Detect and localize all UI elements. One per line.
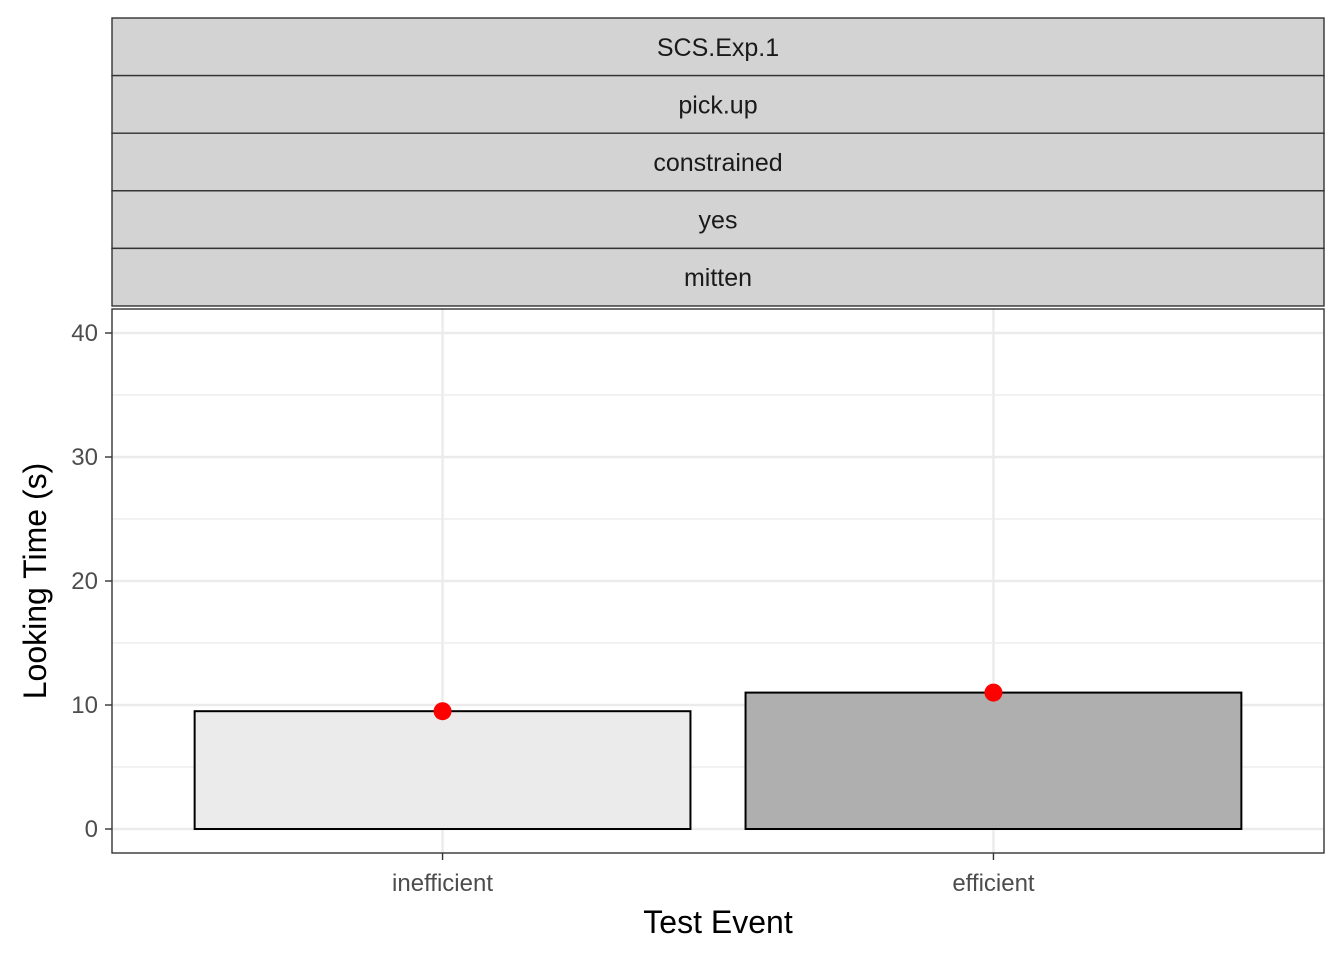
- facet-strip: [111, 132, 1325, 192]
- point-efficient: [984, 683, 1003, 702]
- y-tick-label: 30: [71, 444, 98, 471]
- x-tick-label: efficient: [952, 870, 1035, 897]
- points: [433, 683, 1003, 721]
- point-inefficient: [433, 702, 452, 721]
- facet-strip-label: constrained: [653, 149, 782, 177]
- facet-strip-label: yes: [699, 207, 738, 235]
- x-axis-title: Test Event: [643, 904, 793, 940]
- y-tick-label: 20: [71, 568, 98, 595]
- y-tick-label: 40: [71, 320, 98, 347]
- y-axis-title: Looking Time (s): [17, 463, 53, 700]
- bars: [193, 691, 1243, 831]
- facet-strip: [111, 74, 1325, 134]
- facet-strips: SCS.Exp.1 pick.up constrained yes mitten: [111, 17, 1325, 307]
- y-axis: 0 10 20 30 40: [71, 320, 112, 843]
- facet-strip: [111, 247, 1325, 307]
- facet-strip-label: pick.up: [678, 91, 757, 119]
- x-tick-label: inefficient: [392, 870, 493, 897]
- facet-strip-label: mitten: [684, 264, 752, 292]
- x-axis: inefficient efficient: [392, 853, 1035, 897]
- bar-inefficient: [193, 710, 692, 831]
- facet-strip: [111, 190, 1325, 250]
- facet-strip-label: SCS.Exp.1: [657, 34, 779, 62]
- bar-efficient: [744, 691, 1243, 830]
- y-tick-label: 0: [85, 816, 98, 843]
- y-tick-label: 10: [71, 692, 98, 719]
- facet-strip: [111, 17, 1325, 77]
